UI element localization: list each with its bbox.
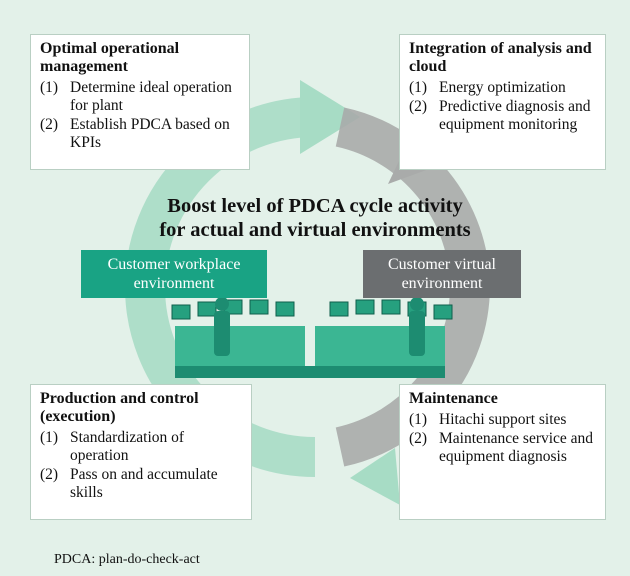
card-production-control: Production and control (execution) (1) S… — [30, 384, 252, 520]
list-item: (1) Determine ideal operation for plant — [40, 79, 241, 115]
item-text: Pass on and accumulate skills — [70, 466, 218, 501]
item-number: (2) — [40, 466, 59, 483]
item-text: Determine ideal operation for plant — [70, 79, 232, 114]
monitor — [433, 304, 453, 320]
list-item: (2) Maintenance service and equipment di… — [409, 430, 597, 466]
monitor — [197, 301, 217, 317]
list-item: (1) Energy optimization — [409, 79, 597, 97]
item-text: Standardization of operation — [70, 429, 185, 464]
cycle-headline: Boost level of PDCA cycle activity for a… — [100, 194, 530, 242]
operator-body — [409, 311, 425, 356]
card-title: Optimal operational management — [40, 40, 180, 75]
monitor — [249, 299, 269, 315]
operator-body — [214, 311, 230, 356]
footnote: PDCA: plan-do-check-act — [54, 552, 200, 567]
item-text: Establish PDCA based on KPIs — [70, 116, 230, 151]
card-title: Production and control (execution) — [40, 390, 199, 425]
desk-base — [175, 366, 445, 378]
item-number: (1) — [40, 429, 59, 446]
list-item: (1) Standardization of operation — [40, 429, 243, 465]
item-number: (1) — [409, 411, 428, 428]
monitor — [329, 301, 349, 317]
operator-head — [215, 297, 229, 311]
desk-left — [175, 326, 305, 366]
card-title: Integration of analysis and cloud — [409, 40, 592, 75]
desk-right — [315, 326, 445, 366]
env-label-line: Customer workplace — [107, 256, 241, 273]
list-item: (1) Hitachi support sites — [409, 411, 597, 429]
card-title: Maintenance — [409, 390, 498, 407]
workplace-environment-label: Customer workplace environment — [81, 250, 267, 298]
cycle-arrow-teal — [300, 80, 360, 154]
env-label-line: environment — [133, 275, 215, 292]
card-integration-analysis-cloud: Integration of analysis and cloud (1) En… — [399, 34, 606, 170]
operator-head — [410, 297, 424, 311]
item-number: (1) — [40, 79, 59, 96]
monitor — [355, 299, 375, 315]
env-label-line: Customer virtual — [388, 256, 496, 273]
item-text: Hitachi support sites — [439, 411, 567, 428]
workstation-illustration — [171, 297, 453, 378]
item-text: Predictive diagnosis and equipment monit… — [439, 98, 591, 133]
item-text: Maintenance service and equipment diagno… — [439, 430, 594, 465]
list-item: (2) Establish PDCA based on KPIs — [40, 116, 241, 152]
virtual-environment-label: Customer virtual environment — [363, 250, 521, 298]
headline-line: Boost level of PDCA cycle activity — [167, 195, 463, 217]
item-text: Energy optimization — [439, 79, 566, 96]
headline-line: for actual and virtual environments — [159, 219, 471, 241]
item-number: (2) — [40, 116, 59, 133]
cycle-arrow-teal-lower — [350, 448, 400, 505]
card-maintenance: Maintenance (1) Hitachi support sites (2… — [399, 384, 606, 520]
monitor — [171, 304, 191, 320]
item-number: (2) — [409, 430, 428, 447]
item-number: (2) — [409, 98, 428, 115]
list-item: (2) Predictive diagnosis and equipment m… — [409, 98, 597, 134]
monitor — [381, 299, 401, 315]
item-number: (1) — [409, 79, 428, 96]
env-label-line: environment — [401, 275, 483, 292]
card-optimal-operational-management: Optimal operational management (1) Deter… — [30, 34, 250, 170]
list-item: (2) Pass on and accumulate skills — [40, 466, 243, 502]
monitor — [275, 301, 295, 317]
